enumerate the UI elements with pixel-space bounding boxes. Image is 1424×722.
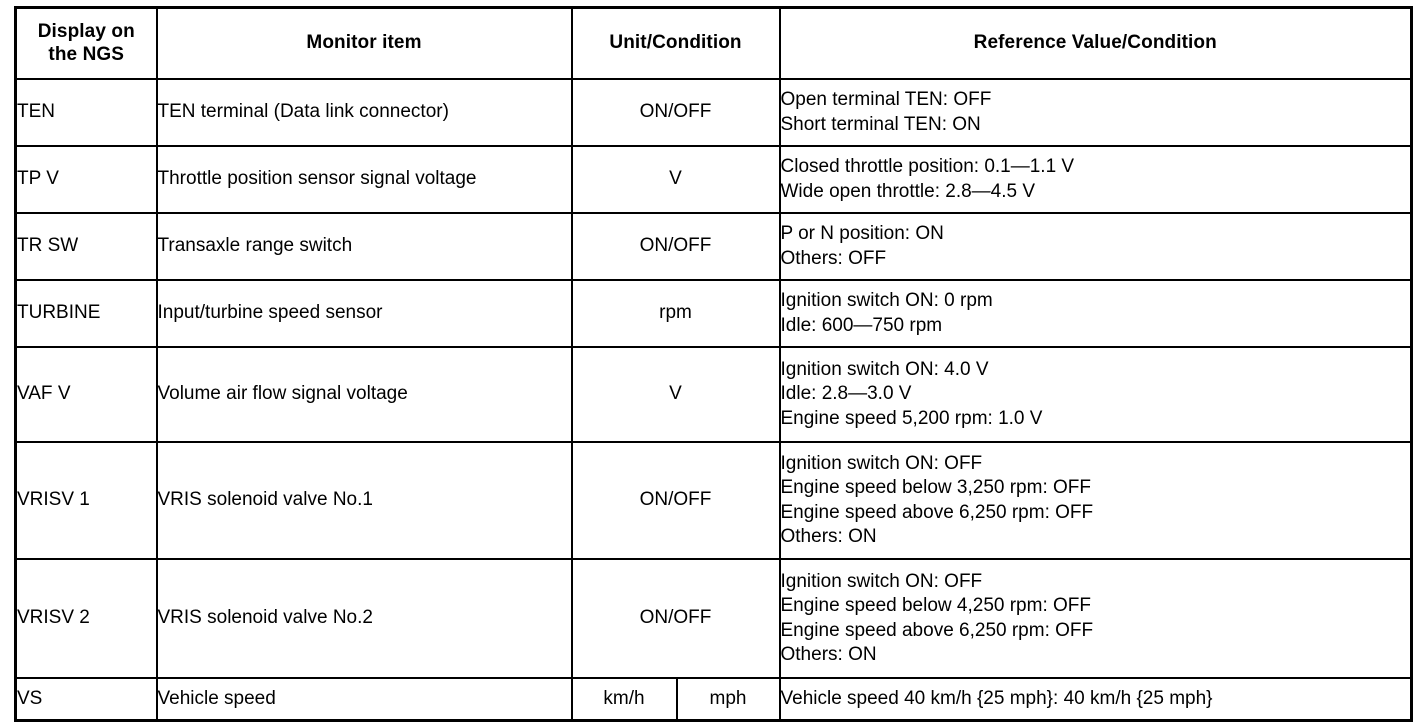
cell-monitor-turbine: Input/turbine speed sensor [155,279,573,348]
cell-display-vrisv-1: VRISV 1 [14,441,158,560]
cell-display-vaf-v: VAF V [14,346,158,443]
cell-display-vs: VS [14,677,158,722]
reference-line: Engine speed above 6,250 rpm: OFF [780,619,1094,641]
cell-reference-ten: Open terminal TEN: OFF Short terminal TE… [778,78,1413,147]
table-row: VRISV 2 VRIS solenoid valve No.2 ON/OFF … [14,558,1413,679]
reference-line: Idle: 600—750 rpm [780,314,943,336]
reference-line: Engine speed below 3,250 rpm: OFF [780,477,1092,499]
table-row: TP V Throttle position sensor signal vol… [14,145,1413,214]
cell-display-tr-sw: TR SW [14,212,158,281]
reference-line: Engine speed 5,200 rpm: 1.0 V [780,407,1043,429]
column-header-reference-value-condition: Reference Value/Condition [778,6,1413,80]
cell-reference-vrisv-2: Ignition switch ON: OFF Engine speed bel… [778,558,1413,679]
ngs-monitor-items-table: Display on the NGS Monitor item Unit/Con… [14,6,1413,722]
column-header-display-line-1: Display on [37,21,135,43]
cell-monitor-vaf-v: Volume air flow signal voltage [155,346,573,443]
cell-reference-tr-sw: P or N position: ON Others: OFF [778,212,1413,281]
table-header: Display on the NGS Monitor item Unit/Con… [14,6,1413,80]
column-header-monitor-item: Monitor item [155,6,573,80]
cell-reference-turbine: Ignition switch ON: 0 rpm Idle: 600—750 … [778,279,1413,348]
cell-monitor-tr-sw: Transaxle range switch [155,212,573,281]
reference-line: Wide open throttle: 2.8—4.5 V [780,180,1036,202]
reference-line: Engine speed above 6,250 rpm: OFF [780,501,1094,523]
cell-monitor-tp-v: Throttle position sensor signal voltage [155,145,573,214]
reference-line: Closed throttle position: 0.1—1.1 V [780,156,1075,178]
reference-line: Open terminal TEN: OFF [780,89,992,111]
cell-display-vrisv-2: VRISV 2 [14,558,158,679]
table-row: VAF V Volume air flow signal voltage V I… [14,346,1413,443]
cell-monitor-vs: Vehicle speed [155,677,573,722]
reference-line: Vehicle speed 40 km/h {25 mph}: 40 km/h … [780,687,1213,709]
reference-line: Ignition switch ON: 4.0 V [780,359,989,381]
column-header-display-line-2: the NGS [48,43,125,65]
cell-unit-vrisv-1: ON/OFF [570,441,781,560]
table-row: TURBINE Input/turbine speed sensor rpm I… [14,279,1413,348]
table-row: VRISV 1 VRIS solenoid valve No.1 ON/OFF … [14,441,1413,560]
reference-line: Others: ON [780,525,877,547]
cell-unit-tr-sw: ON/OFF [570,212,781,281]
reference-line: Others: OFF [780,247,887,269]
table-row: TR SW Transaxle range switch ON/OFF P or… [14,212,1413,281]
reference-line: P or N position: ON [780,223,944,245]
cell-unit-vrisv-2: ON/OFF [570,558,781,679]
table-row: TEN TEN terminal (Data link connector) O… [14,78,1413,147]
cell-unit-ten: ON/OFF [570,78,781,147]
cell-reference-tp-v: Closed throttle position: 0.1—1.1 V Wide… [778,145,1413,214]
table-row: VS Vehicle speed km/h mph Vehicle speed … [14,677,1413,722]
cell-display-tp-v: TP V [14,145,158,214]
cell-reference-vaf-v: Ignition switch ON: 4.0 V Idle: 2.8—3.0 … [778,346,1413,443]
header-row: Display on the NGS Monitor item Unit/Con… [14,6,1413,80]
reference-line: Ignition switch ON: OFF [780,570,983,592]
cell-monitor-vrisv-1: VRIS solenoid valve No.1 [155,441,573,560]
column-header-unit-condition: Unit/Condition [570,6,781,80]
reference-line: Others: ON [780,643,877,665]
cell-monitor-vrisv-2: VRIS solenoid valve No.2 [155,558,573,679]
column-header-display-on-ngs: Display on the NGS [14,6,158,80]
reference-line: Short terminal TEN: ON [780,113,981,135]
cell-unit-turbine: rpm [570,279,781,348]
cell-unit-vaf-v: V [570,346,781,443]
cell-unit-vs-mph: mph [675,677,781,722]
cell-unit-vs-kmh: km/h [570,677,678,722]
cell-display-ten: TEN [14,78,158,147]
cell-reference-vs: Vehicle speed 40 km/h {25 mph}: 40 km/h … [778,677,1413,722]
cell-monitor-ten: TEN terminal (Data link connector) [155,78,573,147]
cell-unit-tp-v: V [570,145,781,214]
reference-line: Idle: 2.8—3.0 V [780,383,912,405]
table-body: TEN TEN terminal (Data link connector) O… [14,78,1413,722]
reference-line: Engine speed below 4,250 rpm: OFF [780,595,1092,617]
reference-line: Ignition switch ON: 0 rpm [780,290,993,312]
cell-display-turbine: TURBINE [14,279,158,348]
cell-reference-vrisv-1: Ignition switch ON: OFF Engine speed bel… [778,441,1413,560]
reference-line: Ignition switch ON: OFF [780,452,983,474]
